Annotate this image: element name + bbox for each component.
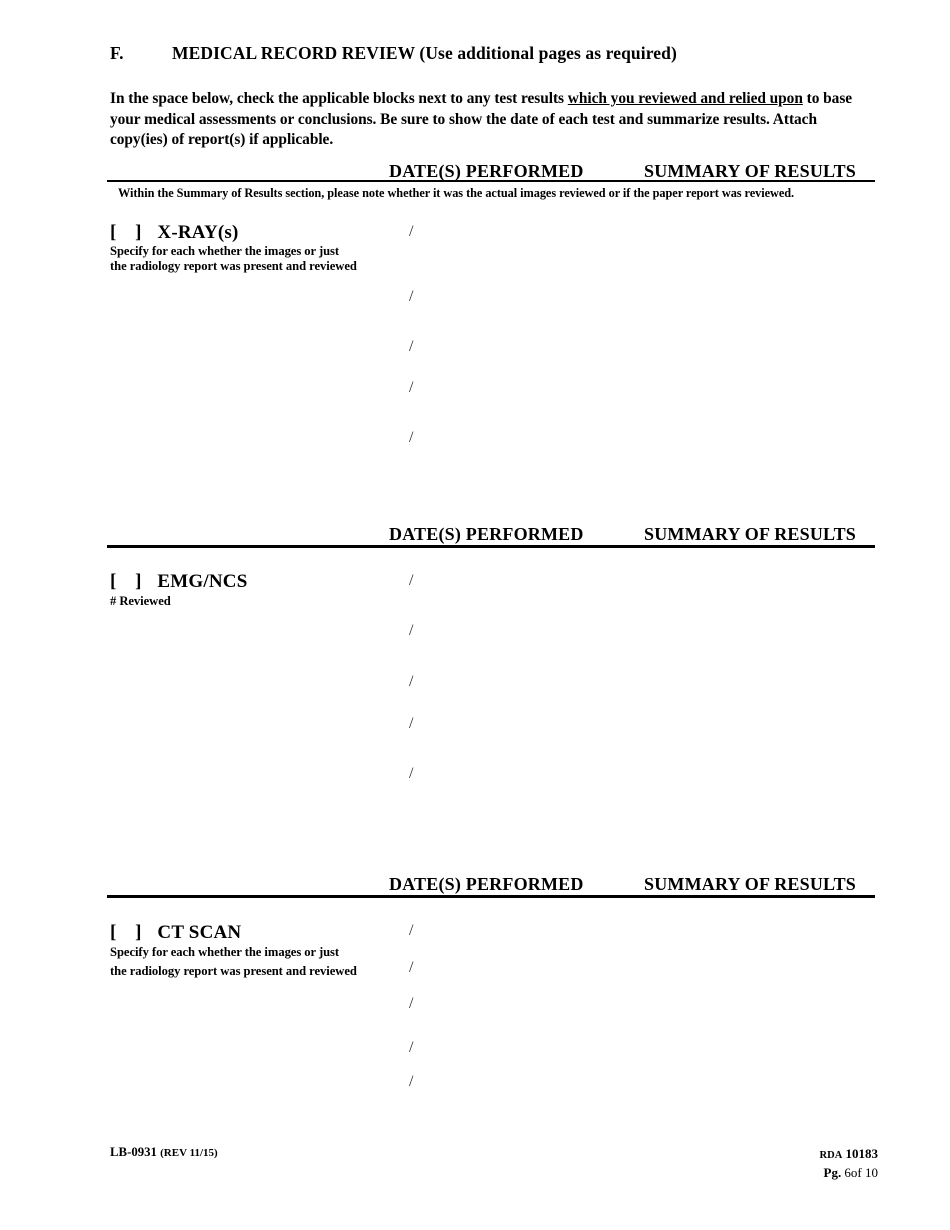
header-dates-performed: DATE(S) PERFORMED [389,161,584,181]
test-sub-ct-scan-line-2: the radiology report was present and rev… [110,964,357,978]
section-title-text: MEDICAL RECORD REVIEW (Use additional pa… [172,43,677,63]
footer-rda-number: 10183 [845,1146,879,1161]
date-slash-x-ray-5[interactable]: / [409,429,414,446]
instructions-part-2: to base your medical assessments or conc… [110,90,853,148]
footer-rda-line: RDA 10183 [820,1146,878,1165]
instructions-paragraph: In the space below, check the applicable… [110,89,870,151]
date-slash-ct-4[interactable]: / [409,1039,414,1056]
section-rule-xray [107,180,875,182]
checkbox-emg-ncs[interactable]: [ ] [110,571,149,592]
header-summary-of-results: SUMMARY OF RESULTS [644,524,856,544]
section-rule-ct [107,895,875,898]
header-dates-performed: DATE(S) PERFORMED [389,524,584,544]
instructions-emphasis: which you reviewed and relied upon [567,90,803,107]
header-summary-of-results: SUMMARY OF RESULTS [644,874,856,894]
test-sub-x-ray-line-2: the radiology report was present and rev… [110,259,357,273]
checkbox-ct-scan[interactable]: [ ] [110,922,149,943]
date-slash-x-ray-3[interactable]: / [409,338,414,355]
test-sub-x-ray-line-1: Specify for each whether the images or j… [110,244,340,258]
summary-note: Within the Summary of Results section, p… [118,186,795,200]
header-dates-performed: DATE(S) PERFORMED [389,874,584,894]
date-slash-ct-1[interactable]: / [409,922,414,939]
test-title-x-ray[interactable]: [ ] X-RAY(s) [110,222,239,244]
footer-rda-label: RDA [819,1150,843,1161]
instructions-part-1: In the space below, check the applicable… [110,90,568,107]
footer-page-label: Pg. [823,1164,842,1180]
test-sub-emg-ncs-line-1: # Reviewed [110,594,171,608]
date-slash-emg-5[interactable]: / [409,765,414,782]
header-summary-of-results: SUMMARY OF RESULTS [644,161,856,181]
checkbox-x-ray[interactable]: [ ] [110,222,149,243]
footer-revision: (REV 11/15) [160,1147,218,1159]
date-slash-ct-3[interactable]: / [409,995,414,1012]
date-slash-emg-3[interactable]: / [409,673,414,690]
section-letter: F. [110,43,124,63]
test-label-x-ray: X-RAY(s) [157,222,239,243]
date-slash-ct-5[interactable]: / [409,1073,414,1090]
section-rule-emg [107,545,875,548]
date-slash-emg-1[interactable]: / [409,572,414,589]
test-title-ct-scan[interactable]: [ ] CT SCAN [110,922,241,944]
footer-page-line: Pg. 6of 10 [820,1164,879,1182]
date-slash-x-ray-1[interactable]: / [409,223,414,240]
test-label-ct-scan: CT SCAN [157,922,242,943]
footer-page-value: 6of 10 [844,1164,878,1180]
footer-form-id: LB-0931 [110,1145,157,1159]
date-slash-ct-2[interactable]: / [409,959,414,976]
test-title-emg-ncs[interactable]: [ ] EMG/NCS [110,571,247,593]
page-title: F. MEDICAL RECORD REVIEW (Use additional … [110,43,677,64]
test-sub-ct-scan-line-1: Specify for each whether the images or j… [110,945,340,959]
date-slash-x-ray-2[interactable]: / [409,288,414,305]
footer-form-number: LB-0931 (REV 11/15) [110,1145,218,1160]
date-slash-x-ray-4[interactable]: / [409,379,414,396]
date-slash-emg-2[interactable]: / [409,622,414,639]
date-slash-emg-4[interactable]: / [409,715,414,732]
footer-rda-block: RDA 10183 Pg. 6of 10 [820,1146,878,1181]
test-label-emg-ncs: EMG/NCS [157,571,248,592]
